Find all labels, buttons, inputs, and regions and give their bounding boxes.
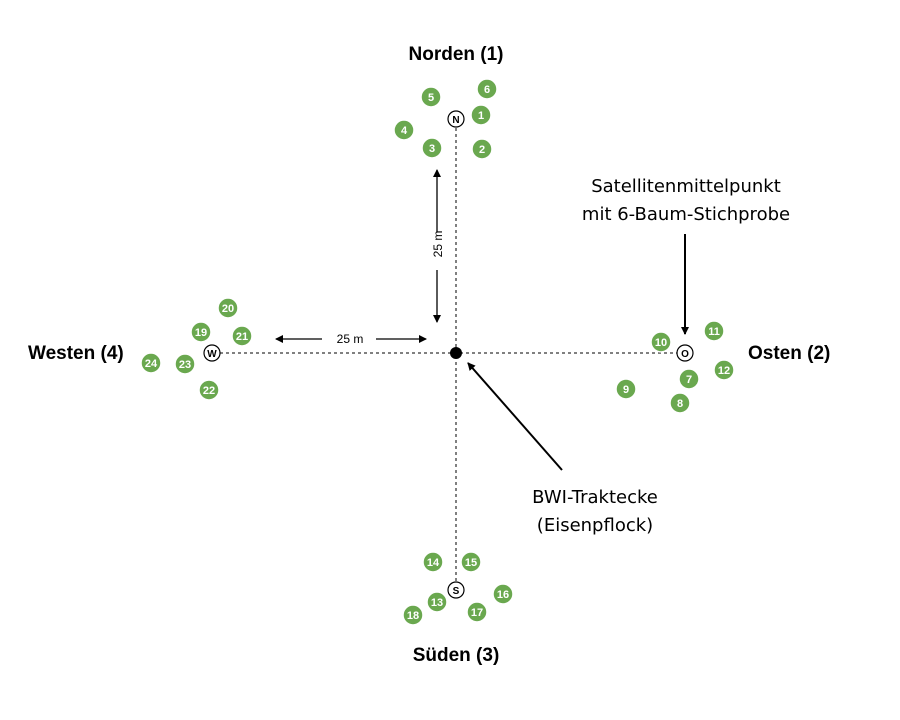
svg-text:17: 17: [471, 607, 483, 619]
svg-text:2: 2: [479, 144, 485, 156]
svg-text:6: 6: [484, 84, 490, 96]
label-south: Süden (3): [413, 645, 500, 666]
svg-text:16: 16: [497, 589, 509, 601]
tree-9: 9: [615, 378, 637, 400]
distance-label-horizontal: 25 m: [337, 332, 364, 346]
svg-text:18: 18: [407, 610, 419, 622]
tree-23: 23: [174, 353, 196, 375]
tree-17: 17: [466, 601, 488, 623]
tree-22: 22: [198, 379, 220, 401]
svg-text:19: 19: [195, 327, 207, 339]
svg-text:1: 1: [478, 110, 484, 122]
satellite-center-west: W: [203, 344, 221, 362]
svg-text:3: 3: [429, 143, 435, 155]
callout-corner-line1: BWI-Traktecke: [532, 487, 658, 508]
svg-text:14: 14: [427, 557, 440, 569]
tree-12: 12: [713, 359, 735, 381]
callout-satellite-line1: Satellitenmittelpunkt: [591, 176, 781, 197]
svg-text:12: 12: [718, 365, 730, 377]
tree-8: 8: [669, 392, 691, 414]
tree-6: 6: [476, 78, 498, 100]
svg-text:21: 21: [236, 331, 248, 343]
svg-text:11: 11: [708, 326, 720, 338]
satellite-center-north: N: [447, 110, 465, 128]
callout-satellite-line2: mit 6-Baum-Stichprobe: [582, 204, 790, 225]
tree-15: 15: [460, 551, 482, 573]
tree-18: 18: [402, 604, 424, 626]
label-east: Osten (2): [748, 343, 830, 364]
callout-arrow-corner: [467, 362, 563, 471]
tree-20: 20: [217, 297, 239, 319]
tree-3: 3: [421, 137, 443, 159]
satellite-center-north-letter: N: [452, 115, 459, 126]
label-west: Westen (4): [28, 343, 124, 364]
distance-label-vertical: 25 m: [431, 231, 445, 258]
tree-14: 14: [422, 551, 444, 573]
tree-1: 1: [470, 104, 492, 126]
svg-text:9: 9: [623, 384, 629, 396]
satellite-center-south: S: [447, 581, 465, 599]
svg-text:10: 10: [655, 337, 667, 349]
svg-text:7: 7: [686, 374, 692, 386]
tree-4: 4: [393, 119, 415, 141]
satellite-center-east: O: [676, 344, 694, 362]
tree-16: 16: [492, 583, 514, 605]
svg-text:24: 24: [145, 358, 158, 370]
tree-13: 13: [426, 591, 448, 613]
svg-text:15: 15: [465, 557, 477, 569]
satellite-center-east-letter: O: [681, 349, 689, 360]
svg-text:22: 22: [203, 385, 215, 397]
tree-11: 11: [703, 320, 725, 342]
tree-2: 2: [471, 138, 493, 160]
svg-text:13: 13: [431, 597, 443, 609]
tree-5: 5: [420, 86, 442, 108]
svg-text:8: 8: [677, 398, 683, 410]
label-north: Norden (1): [409, 44, 504, 65]
tree-7: 7: [678, 368, 700, 390]
svg-text:23: 23: [179, 359, 191, 371]
svg-text:5: 5: [428, 92, 434, 104]
tree-24: 24: [140, 352, 162, 374]
svg-text:20: 20: [222, 303, 234, 315]
svg-text:4: 4: [401, 125, 408, 137]
satellite-center-south-letter: S: [453, 586, 460, 597]
tree-10: 10: [650, 331, 672, 353]
tree-19: 19: [190, 321, 212, 343]
satellite-center-west-letter: W: [207, 349, 217, 360]
tree-21: 21: [231, 325, 253, 347]
tract-corner-dot: [450, 347, 462, 359]
callout-corner-line2: (Eisenpflock): [537, 515, 653, 536]
